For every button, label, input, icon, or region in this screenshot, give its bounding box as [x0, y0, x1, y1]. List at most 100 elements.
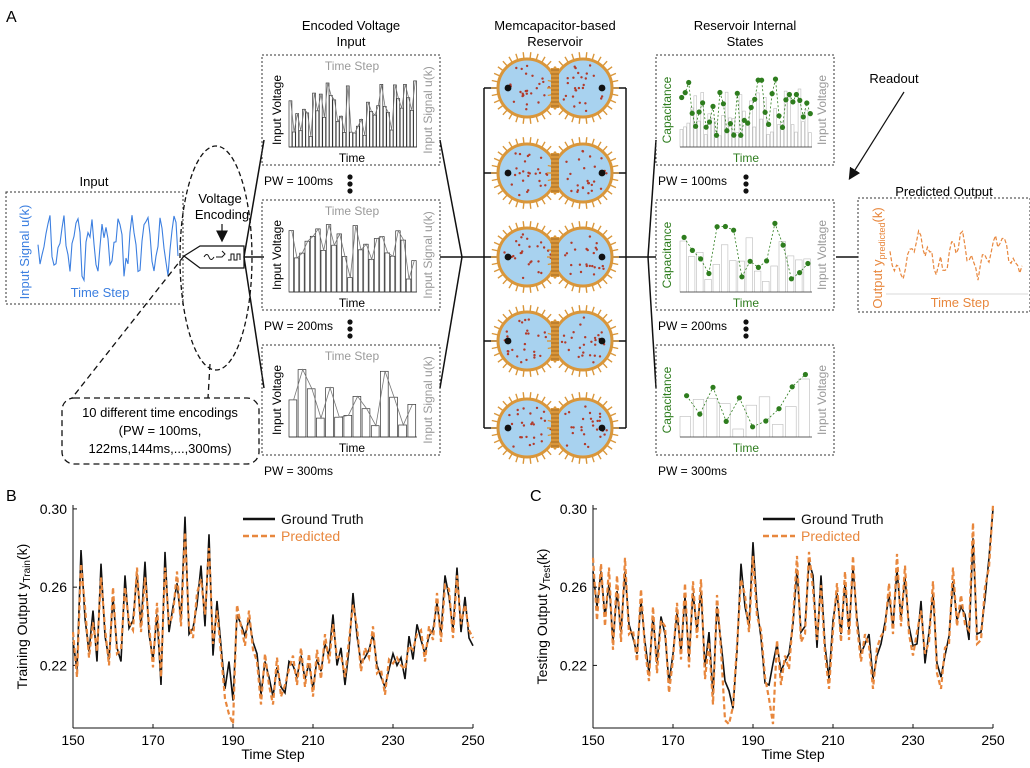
ion-dot — [515, 240, 518, 243]
bilayer — [551, 68, 559, 108]
ion-dot — [526, 190, 529, 194]
input-xlabel: Time Step — [71, 285, 130, 300]
ion-dot — [582, 343, 586, 346]
encoded-top-label: Time Step — [325, 204, 380, 218]
ion-dot — [590, 189, 593, 192]
capacitance-point — [722, 223, 729, 230]
encoded-envelope — [290, 80, 416, 137]
ion-dot — [543, 419, 547, 422]
capacitance-point — [713, 132, 720, 138]
state-pulse-bar — [778, 241, 786, 293]
ellipsis-dot — [347, 188, 353, 194]
memcapacitor-cell-4 — [484, 305, 626, 377]
ion-dot — [530, 92, 533, 95]
state-pulse-bar — [772, 424, 784, 438]
pulse-bar — [389, 129, 394, 148]
ion-dot — [600, 331, 603, 334]
encoded-bottom-label: Time — [339, 296, 366, 310]
memcapacitor-cell-3 — [484, 221, 626, 293]
state-panel-frame — [655, 344, 835, 456]
capacitance-point — [748, 104, 754, 111]
ion-dot — [511, 348, 514, 352]
ellipsis-dot — [347, 333, 353, 339]
output-xlabel: Time Step — [931, 295, 990, 310]
ion-dot — [528, 172, 531, 175]
output-box: Predicted Output Time Step Output ypredi… — [857, 184, 1030, 313]
bilayer — [551, 153, 559, 193]
ion-dot — [520, 421, 524, 424]
ion-dot — [595, 248, 598, 251]
ion-dot — [543, 94, 546, 97]
encoded-pw-label: PW = 100ms — [264, 174, 333, 188]
ion-dot — [531, 421, 534, 424]
state-pulse-bar — [798, 378, 810, 438]
pulse-bar — [382, 106, 387, 148]
ion-dot — [516, 355, 519, 358]
ion-dot — [572, 76, 575, 79]
pulse-bar — [349, 131, 353, 148]
ion-dot — [521, 233, 525, 236]
capacitance-point — [805, 260, 811, 267]
ion-dot — [583, 442, 587, 446]
capacitance-point — [710, 384, 716, 390]
state-pulse-bar — [686, 122, 691, 148]
pulse-bar — [320, 250, 326, 293]
ion-dot — [538, 171, 542, 175]
ion-dot — [569, 172, 572, 176]
x-tick-label: 230 — [381, 732, 405, 748]
ion-dot — [588, 354, 592, 357]
ion-dot — [596, 419, 599, 423]
ion-dot — [598, 415, 602, 419]
encoded-bottom-label: Time — [339, 441, 366, 455]
pulse-bar — [329, 95, 333, 148]
ion-dot — [530, 260, 533, 263]
ellipsis-dot — [743, 319, 749, 325]
ion-dot — [538, 179, 541, 183]
ion-dot — [574, 89, 578, 92]
ion-dot — [525, 108, 528, 111]
input-title: Input — [80, 174, 109, 189]
encoded-left-label: Input Voltage — [270, 365, 284, 435]
state-bottom-label: Time — [733, 296, 760, 310]
ion-dot — [582, 351, 585, 354]
ion-dot — [593, 354, 596, 357]
memcapacitor-cell-1 — [484, 52, 626, 124]
capacitance-point — [766, 121, 772, 127]
ion-dot — [590, 183, 593, 187]
electrode-dot — [504, 169, 512, 177]
ion-dot — [518, 243, 521, 247]
ion-dot — [571, 431, 574, 435]
capacitance-point — [763, 418, 769, 424]
ion-dot — [585, 72, 588, 75]
state-pulse-bar — [763, 97, 767, 148]
ion-dot — [584, 102, 587, 105]
ion-dot — [565, 252, 569, 255]
ion-dot — [515, 167, 518, 170]
ion-dot — [564, 254, 567, 257]
state-right-label: Input Voltage — [815, 220, 829, 290]
pulse-bar — [379, 236, 385, 293]
ion-dot — [584, 336, 587, 339]
pulse-bar — [384, 252, 390, 293]
pulse-bar — [342, 132, 347, 148]
series-line-predicted — [71, 532, 474, 725]
encoded-envelope — [291, 224, 415, 280]
electrode-dot — [504, 424, 512, 432]
state-pulse-bar — [720, 244, 729, 293]
capacitance-point — [720, 101, 727, 107]
capacitance-point — [714, 224, 720, 230]
ion-dot — [539, 184, 542, 187]
pulse-bar — [343, 415, 353, 438]
capacitance-point — [731, 132, 737, 138]
capacitance-point — [681, 234, 687, 240]
voltage-encoder: Voltage Encoding — [71, 139, 265, 399]
ion-dot — [567, 348, 570, 352]
y-tick-label: 0.26 — [40, 579, 67, 595]
capacitance-point — [739, 274, 745, 280]
pulse-bar — [389, 255, 396, 293]
ion-dot — [598, 266, 601, 270]
state-pulse-bar — [707, 113, 711, 148]
